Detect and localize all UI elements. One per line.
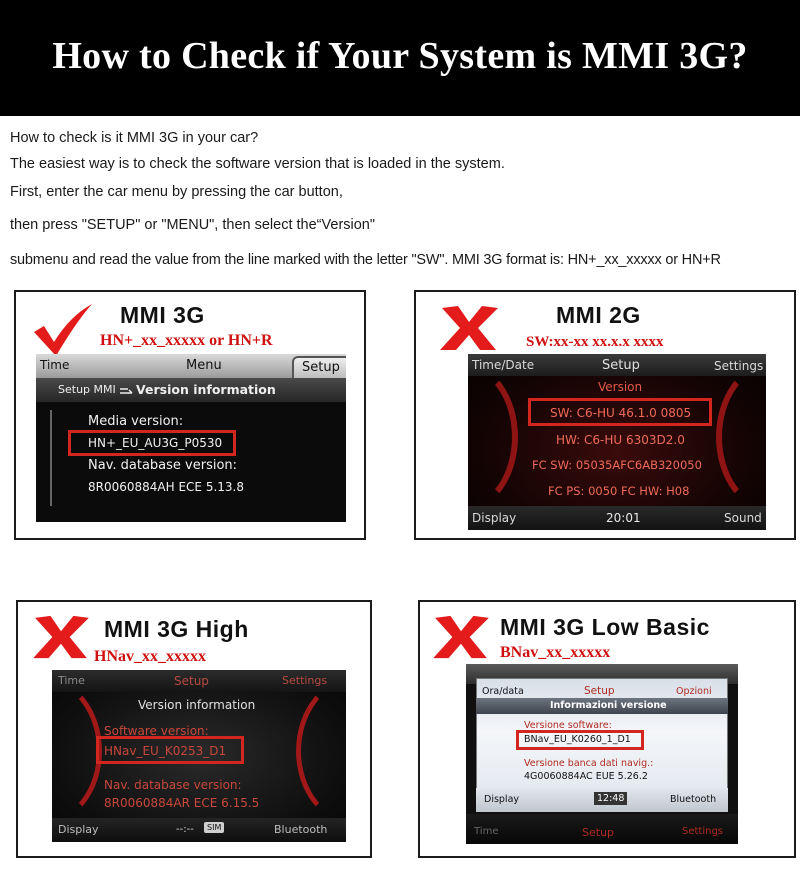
time-label: Time — [40, 358, 70, 372]
hw-value: HW: C6-HU 6303D2.0 — [556, 433, 685, 447]
sw-value: BNav_EU_K0260_1_D1 — [524, 734, 631, 745]
path-label: Setup MMI — [58, 383, 116, 396]
screen-infobar — [476, 698, 728, 714]
setup-label: Setup — [584, 685, 615, 697]
setup-label: Setup — [602, 358, 640, 373]
highlight-box — [516, 730, 644, 750]
card-format: HN+_xx_xxxxx or HN+R — [100, 332, 273, 349]
screen-bottombar — [52, 818, 346, 842]
card-mmi-3g-high: MMI 3G High HNav_xx_xxxxx Time Setup Set… — [16, 600, 372, 858]
screen-arc-left — [468, 362, 518, 512]
card-mmi-3g-low-basic: MMI 3G Low Basic BNav_xx_xxxxx Ora/data … — [418, 600, 796, 858]
nav-db-value: 8R0060884AR ECE 6.15.5 — [104, 796, 260, 810]
screen-arc-right — [296, 676, 346, 826]
settings-label: Settings — [714, 359, 764, 373]
version-label: Version — [598, 380, 643, 394]
ora-data-label: Ora/data — [482, 686, 524, 697]
setup-tab-label: Setup — [302, 360, 340, 375]
card-title: MMI 3G High — [104, 616, 249, 642]
intro-line-4: then press "SETUP" or "MENU", then selec… — [10, 217, 376, 233]
highlight-box — [528, 398, 712, 426]
nav-db-label: Nav. database version: — [88, 458, 238, 473]
nav-db-label: Nav. database version: — [104, 778, 242, 792]
nav-db-value: 8R0060884AH ECE 5.13.8 — [88, 480, 244, 494]
display-label: Display — [484, 794, 520, 805]
settings-label: Settings — [282, 674, 328, 687]
highlight-box — [96, 736, 244, 764]
banner: How to Check if Your System is MMI 3G? — [0, 0, 800, 116]
clock-label: 20:01 — [606, 511, 641, 525]
screen-guide-line — [50, 410, 52, 506]
display-label: Display — [472, 511, 517, 525]
setup-label: Setup — [174, 674, 209, 688]
nav-db-label: Versione banca dati navig.: — [524, 758, 654, 769]
check-mark-icon — [34, 304, 92, 356]
time-label: Time — [58, 674, 85, 687]
screen-arc-left — [52, 676, 102, 826]
nav-db-value: 4G0060884AC EUE 5.26.2 — [524, 771, 648, 782]
intro-line-1: How to check is it MMI 3G in your car? — [10, 130, 259, 146]
sound-label: Sound — [724, 511, 762, 525]
media-version-label: Media version: — [88, 414, 184, 429]
bluetooth-label: Bluetooth — [670, 794, 717, 805]
screen-mmi-3g-low: Ora/data Setup Opzioni Informazioni vers… — [466, 664, 738, 844]
sw-value: HNav_EU_K0253_D1 — [104, 744, 227, 758]
card-title: MMI 3G — [120, 302, 205, 328]
sim-badge: SIM — [204, 822, 225, 833]
return-arrow-icon — [120, 388, 133, 394]
intro-line-2: The easiest way is to check the software… — [10, 156, 505, 172]
highlight-box — [68, 430, 236, 456]
screen-topbar — [468, 354, 766, 376]
intro-line-3: First, enter the car menu by pressing th… — [10, 184, 343, 200]
card-mmi-3g: MMI 3G HN+_xx_xxxxx or HN+R Time Menu Se… — [14, 290, 366, 540]
section-label: Informazioni versione — [550, 700, 667, 711]
sw-label: Software version: — [104, 724, 209, 738]
sw-value: SW: C6-HU 46.1.0 0805 — [550, 406, 692, 420]
screen-subbar — [36, 378, 346, 402]
setup-dim-label: Setup — [582, 826, 615, 839]
screen-bottombar — [468, 506, 766, 530]
sw-label: Versione software: — [524, 720, 612, 731]
banner-title: How to Check if Your System is MMI 3G? — [52, 35, 748, 77]
x-mark-icon — [440, 306, 498, 350]
screen-mmi-3g: Time Menu Setup Setup MMI Version inform… — [36, 354, 346, 522]
opzioni-label: Opzioni — [676, 686, 712, 697]
menu-label: Menu — [186, 358, 222, 373]
time-dim-label: Time — [474, 826, 499, 837]
screen-arc-right — [716, 362, 766, 512]
time-date-label: Time/Date — [472, 358, 535, 372]
x-mark-icon — [433, 615, 489, 659]
media-version-value: HN+_EU_AU3G_P0530 — [88, 436, 223, 450]
settings-dim-label: Settings — [682, 826, 724, 837]
card-format: SW:xx-xx xx.x.x xxxx — [526, 334, 664, 350]
bluetooth-label: Bluetooth — [274, 823, 328, 836]
screen-mmi-2g: Time/Date Setup Settings Version SW: C6-… — [468, 354, 766, 530]
x-mark-icon — [33, 615, 89, 659]
display-label: Display — [58, 823, 99, 836]
section-label: Version information — [136, 382, 276, 397]
card-title: MMI 2G — [556, 302, 641, 328]
section-label: Version information — [138, 698, 256, 712]
card-format: BNav_xx_xxxxx — [500, 644, 611, 661]
card-mmi-2g: MMI 2G SW:xx-xx xx.x.x xxxx Time/Date Se… — [414, 290, 796, 540]
fc-sw-value: FC SW: 05035AFC6AB320050 — [532, 458, 702, 472]
clock-label: --:-- — [176, 824, 194, 835]
screen-bezel — [466, 814, 738, 844]
screen-topbar — [52, 670, 346, 692]
clock-label: 12:48 — [594, 792, 628, 805]
card-format: HNav_xx_xxxxx — [94, 648, 206, 665]
card-title: MMI 3G Low Basic — [500, 614, 710, 640]
intro-line-5: submenu and read the value from the line… — [10, 252, 721, 268]
screen-mmi-3g-high: Time Setup Settings Version information … — [52, 670, 346, 842]
fc-ps-value: FC PS: 0050 FC HW: H08 — [548, 484, 690, 498]
setup-tab — [292, 356, 346, 380]
